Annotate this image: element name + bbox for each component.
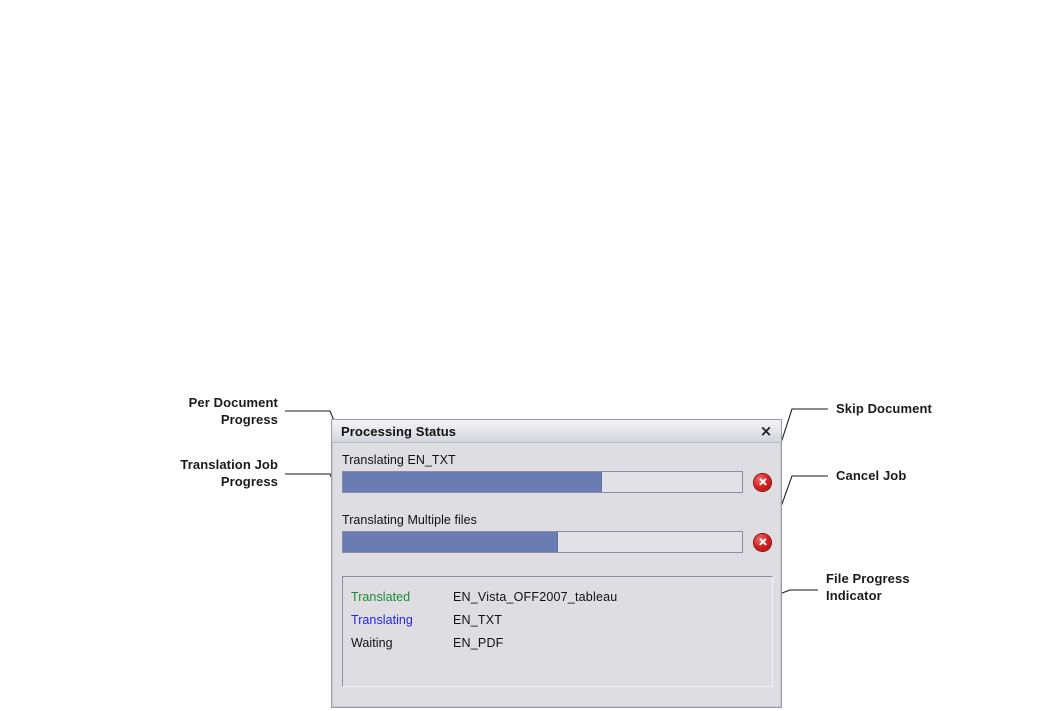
translation-job-progress-fill bbox=[343, 532, 559, 552]
per-document-progress-track bbox=[342, 471, 743, 493]
dialog-title: Processing Status bbox=[341, 423, 457, 439]
cancel-job-button[interactable] bbox=[754, 533, 771, 551]
file-name: EN_PDF bbox=[453, 635, 504, 650]
file-list-item[interactable]: Waiting EN_PDF bbox=[343, 631, 772, 654]
file-progress-list: Translated EN_Vista_OFF2007_tableau Tran… bbox=[342, 576, 773, 687]
per-document-progress-fill bbox=[343, 472, 603, 492]
file-status: Translated bbox=[351, 589, 411, 604]
file-name: EN_Vista_OFF2007_tableau bbox=[453, 589, 618, 604]
translation-job-progress-row: Translating Multiple files bbox=[342, 513, 771, 553]
per-document-progress-row: Translating EN_TXT bbox=[342, 453, 771, 493]
callout-cancel-job: Cancel Job bbox=[836, 468, 907, 483]
file-list-item[interactable]: Translating EN_TXT bbox=[343, 608, 772, 631]
callout-skip-document: Skip Document bbox=[836, 401, 932, 416]
file-status: Translating bbox=[351, 612, 413, 627]
callout-translation-job-progress: Translation Job Progress bbox=[180, 457, 278, 489]
dialog-titlebar: Processing Status × bbox=[332, 420, 781, 443]
callout-per-document-progress: Per Document Progress bbox=[188, 395, 278, 427]
processing-status-dialog: Processing Status × Translating EN_TXT T… bbox=[331, 419, 782, 708]
file-list-item[interactable]: Translated EN_Vista_OFF2007_tableau bbox=[343, 585, 772, 608]
skip-document-button[interactable] bbox=[754, 473, 771, 491]
close-icon[interactable]: × bbox=[759, 421, 773, 440]
callout-file-progress-indicator: File Progress Indicator bbox=[826, 571, 910, 603]
file-status: Waiting bbox=[351, 635, 393, 650]
per-document-progress-line bbox=[342, 471, 771, 493]
per-document-progress-label: Translating EN_TXT bbox=[342, 453, 456, 467]
file-name: EN_TXT bbox=[453, 612, 503, 627]
translation-job-progress-label: Translating Multiple files bbox=[342, 513, 477, 527]
translation-job-progress-track bbox=[342, 531, 743, 553]
dialog-body: Translating EN_TXT Translating Multiple … bbox=[332, 443, 781, 707]
translation-job-progress-line bbox=[342, 531, 771, 553]
